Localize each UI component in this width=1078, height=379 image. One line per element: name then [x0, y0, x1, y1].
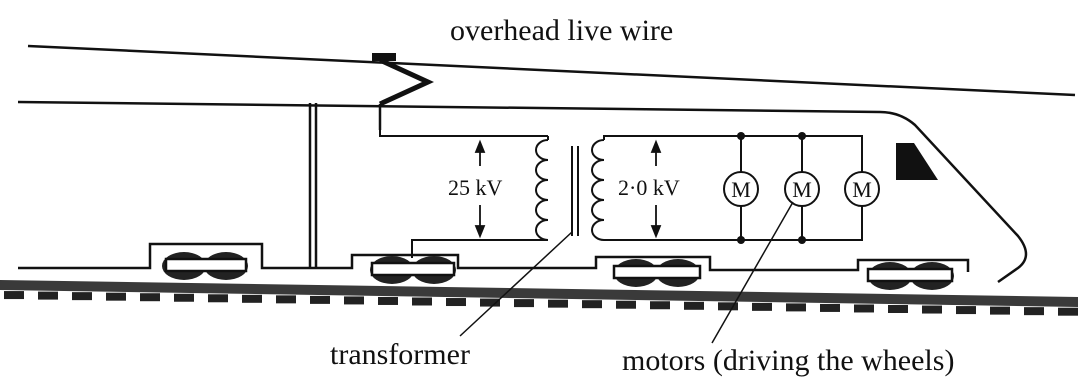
track-sleeper: [990, 306, 1010, 315]
junction-dots: [737, 132, 806, 244]
track-sleeper: [446, 298, 466, 307]
track-sleeper: [344, 296, 364, 305]
track-sleeper: [888, 305, 908, 314]
track-sleeper: [786, 303, 806, 312]
track-sleeper: [548, 299, 568, 308]
track-sleeper: [1058, 307, 1078, 316]
train-body: [17, 100, 1028, 284]
transformer-leader-line: [459, 231, 573, 337]
primary-circuit: [379, 130, 549, 258]
track-sleeper: [718, 302, 738, 311]
track-sleeper: [140, 293, 160, 302]
track-sleeper: [480, 298, 500, 307]
track-sleeper: [106, 292, 126, 301]
primary-voltage-label: 25 kV: [448, 175, 503, 200]
track-sleeper: [650, 301, 670, 310]
motor-1: M: [723, 171, 759, 207]
cab-window: [896, 143, 938, 180]
track-sleeper: [582, 300, 602, 309]
track-sleeper: [276, 295, 296, 304]
motor-1-symbol: M: [731, 177, 751, 202]
bogie-4: [866, 262, 954, 290]
motors-leader-line: [711, 201, 794, 344]
track-sleeper: [242, 294, 262, 303]
primary-voltage-arrows: [474, 139, 486, 239]
track-sleeper: [4, 291, 24, 300]
transformer-core: [571, 146, 579, 236]
track-sleeper: [1024, 307, 1044, 316]
bogie-1: [162, 252, 248, 280]
motor-2-symbol: M: [792, 177, 812, 202]
track-sleeper: [922, 305, 942, 314]
track-sleeper: [684, 301, 704, 310]
track-sleeper: [854, 304, 874, 313]
track-sleeper: [72, 292, 92, 301]
bogie-3: [612, 259, 702, 287]
track-sleeper: [514, 299, 534, 308]
secondary-voltage-label: 2·0 kV: [618, 175, 680, 200]
track-sleeper: [378, 296, 398, 305]
transformer-label: transformer: [330, 338, 470, 371]
secondary-voltage-arrows: [650, 139, 662, 239]
overhead-wire-label: overhead live wire: [450, 14, 673, 47]
motors-label: motors (driving the wheels): [622, 344, 954, 377]
pantograph: [372, 53, 435, 130]
track-sleeper: [412, 297, 432, 306]
track-sleeper: [310, 295, 330, 304]
motor-3-symbol: M: [852, 177, 872, 202]
secondary-circuit: [591, 135, 863, 241]
track-sleeper: [820, 303, 840, 312]
motor-2: M: [784, 171, 820, 207]
track-sleeper: [616, 300, 636, 309]
track-sleeper: [174, 293, 194, 302]
bogie-2: [370, 256, 456, 284]
rail-track: [0, 280, 1078, 316]
track-sleeper: [956, 306, 976, 315]
track-sleeper: [752, 302, 772, 311]
overhead-wire-line: [27, 44, 1076, 97]
track-sleeper: [208, 294, 228, 303]
motor-3: M: [844, 171, 880, 207]
track-sleeper: [38, 291, 58, 300]
